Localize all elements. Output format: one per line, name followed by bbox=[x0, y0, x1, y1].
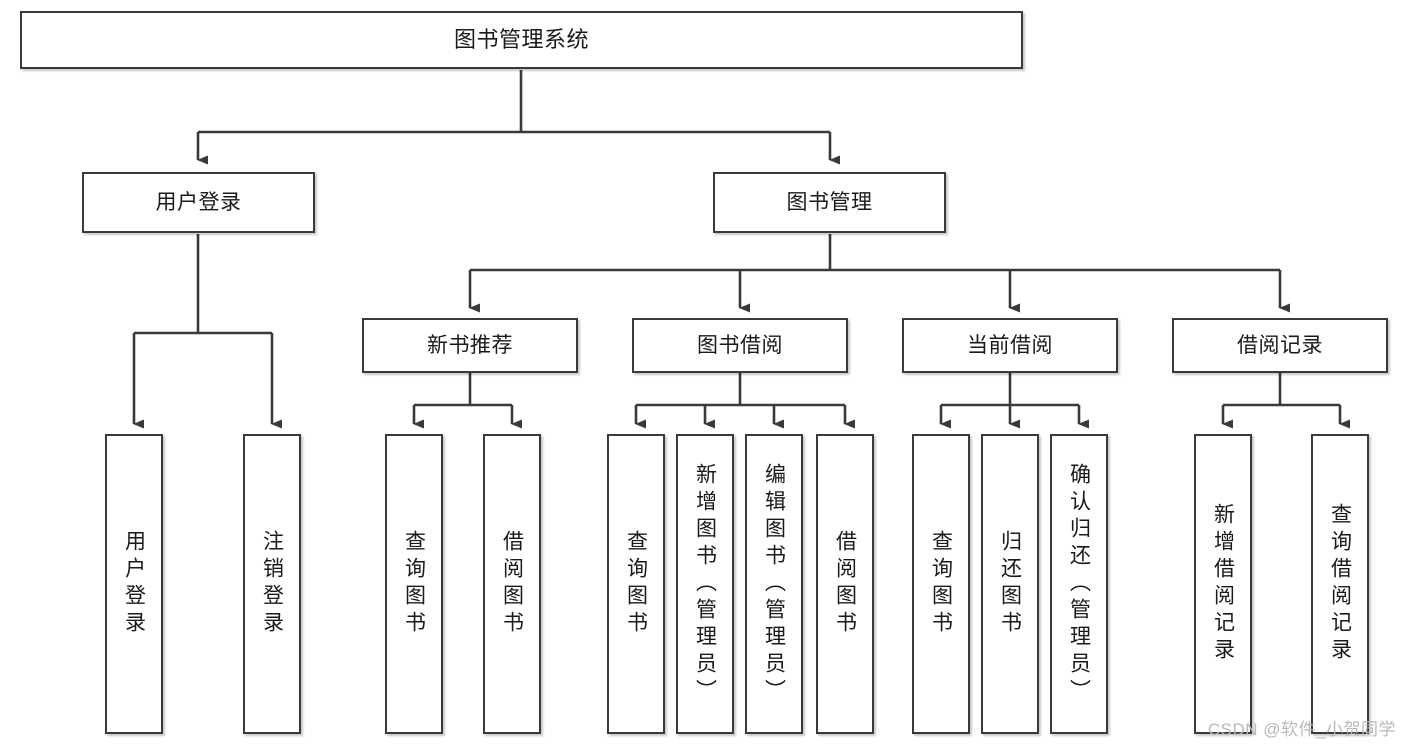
node-label: 归还图书 bbox=[998, 530, 1022, 638]
node-label: 图书借阅 bbox=[697, 333, 783, 357]
node-label: 图书管理系统 bbox=[453, 26, 589, 52]
node-new-book-recommend[interactable]: 新书推荐 bbox=[362, 318, 578, 373]
node-label: 借阅图书 bbox=[833, 530, 857, 638]
node-label: 用户登录 bbox=[122, 530, 146, 638]
node-borrow-record[interactable]: 借阅记录 bbox=[1172, 318, 1388, 373]
leaf-query-book-borrow[interactable]: 查询图书 bbox=[607, 434, 665, 734]
leaf-user-login[interactable]: 用户登录 bbox=[105, 434, 163, 734]
node-book-management[interactable]: 图书管理 bbox=[713, 172, 946, 233]
node-label: 借阅记录 bbox=[1237, 333, 1323, 357]
leaf-user-logout[interactable]: 注销登录 bbox=[243, 434, 301, 734]
leaf-query-book-recommend[interactable]: 查询图书 bbox=[385, 434, 443, 734]
node-label: 注销登录 bbox=[260, 530, 284, 638]
node-label: 查询借阅记录 bbox=[1328, 503, 1352, 665]
node-label: 查询图书 bbox=[929, 530, 953, 638]
node-label: 新增借阅记录 bbox=[1211, 503, 1235, 665]
node-label: 借阅图书 bbox=[500, 530, 524, 638]
node-label: 查询图书 bbox=[402, 530, 426, 638]
leaf-add-borrow-record[interactable]: 新增借阅记录 bbox=[1194, 434, 1252, 734]
leaf-add-book-admin[interactable]: 新增图书（管理员） bbox=[676, 434, 734, 734]
node-label: 查询图书 bbox=[624, 530, 648, 638]
node-book-borrow[interactable]: 图书借阅 bbox=[632, 318, 848, 373]
node-label: 编辑图书（管理员） bbox=[762, 462, 786, 706]
leaf-return-book[interactable]: 归还图书 bbox=[981, 434, 1039, 734]
node-label: 当前借阅 bbox=[967, 333, 1053, 357]
node-label: 图书管理 bbox=[786, 190, 873, 214]
node-label: 确认归还（管理员） bbox=[1067, 462, 1091, 706]
node-root-book-management-system[interactable]: 图书管理系统 bbox=[20, 11, 1023, 69]
node-label: 新书推荐 bbox=[427, 333, 513, 357]
leaf-borrow-book-borrow[interactable]: 借阅图书 bbox=[816, 434, 874, 734]
leaf-query-book-current[interactable]: 查询图书 bbox=[912, 434, 970, 734]
leaf-edit-book-admin[interactable]: 编辑图书（管理员） bbox=[745, 434, 803, 734]
leaf-confirm-return-admin[interactable]: 确认归还（管理员） bbox=[1050, 434, 1108, 734]
leaf-borrow-book-recommend[interactable]: 借阅图书 bbox=[483, 434, 541, 734]
node-label: 新增图书（管理员） bbox=[693, 462, 717, 706]
node-user-login[interactable]: 用户登录 bbox=[82, 172, 315, 233]
node-current-borrow[interactable]: 当前借阅 bbox=[902, 318, 1118, 373]
node-label: 用户登录 bbox=[155, 190, 242, 214]
csdn-watermark: CSDN @软件_小贺同学 bbox=[1207, 720, 1396, 739]
leaf-query-borrow-record[interactable]: 查询借阅记录 bbox=[1311, 434, 1369, 734]
